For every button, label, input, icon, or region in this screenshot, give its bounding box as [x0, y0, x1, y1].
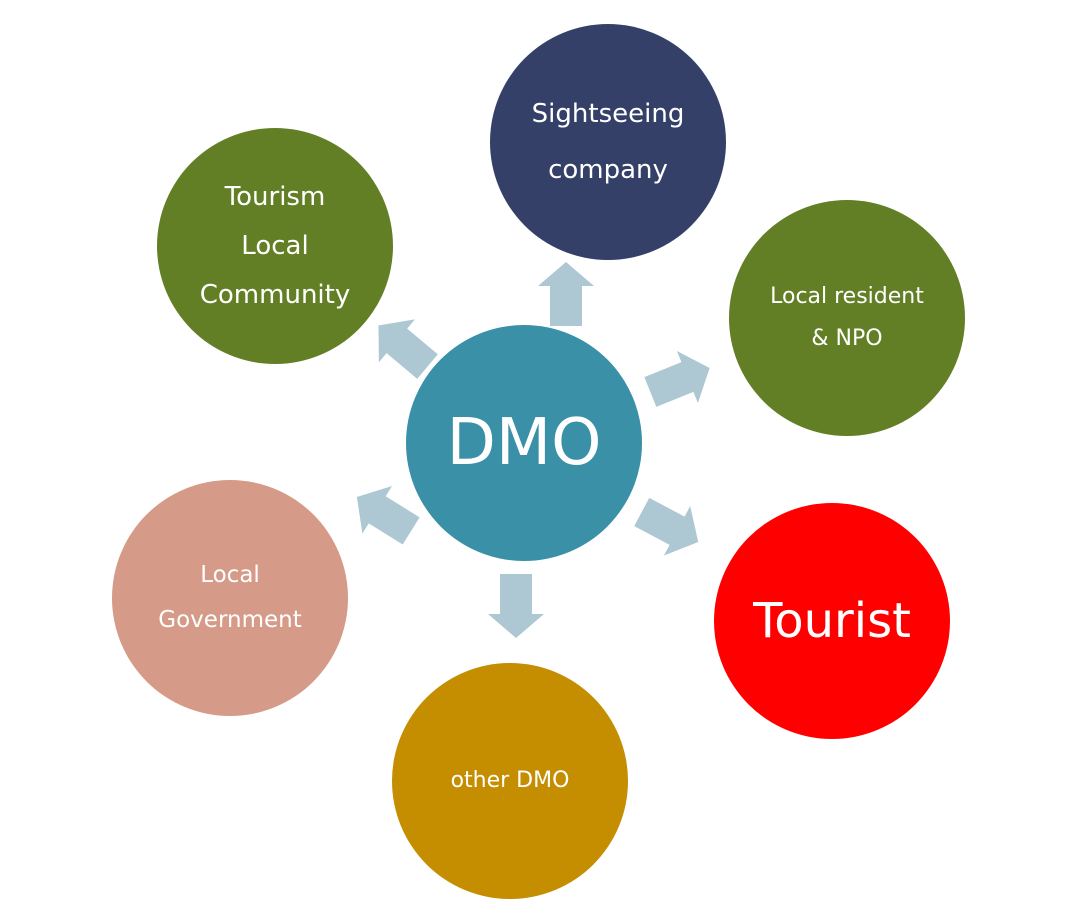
node-label-line: company — [548, 155, 668, 185]
node-label-line: Tourism — [224, 181, 326, 212]
node-tourism-local-community: Tourism Local Community — [157, 128, 393, 364]
node-label-line: Community — [199, 279, 351, 310]
center-label: DMO — [446, 406, 602, 480]
node-label-line: Local resident — [770, 284, 924, 309]
node-sightseeing-company: Sightseeing company — [490, 24, 726, 260]
node-label-line: Local — [241, 230, 309, 261]
node-label-line: Government — [158, 607, 302, 633]
arrow-to-tourism-community — [378, 319, 438, 379]
node-other-dmo: other DMO — [392, 663, 628, 899]
node-local-resident-npo: Local resident & NPO — [729, 200, 965, 436]
node-label-line: Local — [200, 562, 260, 588]
node-local-government: Local Government — [112, 480, 348, 716]
node-dmo-center: DMO — [406, 325, 642, 561]
node-label-line: & NPO — [811, 326, 883, 351]
node-label-line: Sightseeing — [531, 99, 685, 129]
arrow-to-sightseeing-company — [538, 262, 594, 326]
node-label-line: Tourist — [753, 593, 911, 649]
arrow-to-local-government — [356, 486, 420, 545]
arrow-to-tourist — [634, 497, 699, 556]
arrow-to-local-resident — [644, 351, 710, 407]
node-tourist: Tourist — [714, 503, 950, 739]
arrow-to-other-dmo — [488, 574, 544, 638]
node-label-line: other DMO — [450, 768, 570, 793]
